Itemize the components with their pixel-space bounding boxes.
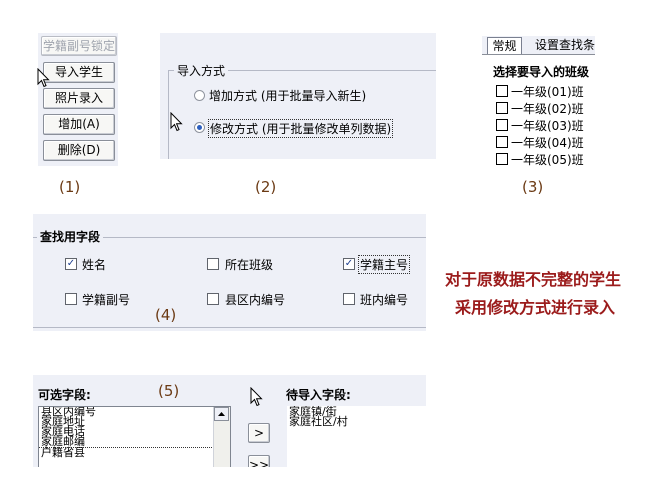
class-checkbox[interactable] xyxy=(496,136,508,148)
field-checkbox-county-no[interactable] xyxy=(207,293,219,305)
add-mode-label: 增加方式 (用于批量导入新生) xyxy=(209,89,367,103)
available-fields-label: 可选字段: xyxy=(38,388,91,402)
caption-5: (5) xyxy=(158,382,180,400)
list-item[interactable]: 户籍省县 xyxy=(41,446,85,459)
class-checkbox[interactable] xyxy=(496,102,508,114)
list-item[interactable]: 家庭电话 xyxy=(41,425,85,438)
field-label: 县区内编号 xyxy=(225,293,286,307)
panel-3: 常规 设置查找条 选择要导入的班级 一年级(01)班 一年级(02)班 一年级(… xyxy=(482,36,595,172)
scroll-up-icon[interactable] xyxy=(214,407,229,421)
import-mode-legend: 导入方式 xyxy=(174,62,229,79)
field-checkbox-class-no[interactable] xyxy=(343,293,355,305)
class-label: 一年级(05)班 xyxy=(511,153,584,167)
tab-general[interactable]: 常规 xyxy=(487,37,522,54)
caption-4: (4) xyxy=(155,306,177,324)
panel-2: 导入方式 增加方式 (用于批量导入新生) 修改方式 (用于批量修改单列数据) xyxy=(160,33,436,159)
field-label: 所在班级 xyxy=(225,258,274,272)
import-students-button[interactable]: 导入学生 xyxy=(43,62,115,83)
field-checkbox-main-id[interactable]: ✓ xyxy=(343,258,355,270)
field-checkbox-sub-id[interactable] xyxy=(65,293,77,305)
move-one-button[interactable]: > xyxy=(248,423,270,443)
field-checkbox-class[interactable] xyxy=(207,258,219,270)
class-label: 一年级(02)班 xyxy=(511,102,584,116)
panel-4: 查找用字段 ✓ 姓名 所在班级 ✓ 学籍主号 学籍副号 县区内编号 班内编号 xyxy=(33,214,426,331)
note-line-2: 采用修改方式进行录入 xyxy=(455,298,616,317)
tab-search-settings[interactable]: 设置查找条 xyxy=(535,38,595,52)
caption-1: (1) xyxy=(59,178,81,196)
modify-mode-label: 修改方式 (用于批量修改单列数据) xyxy=(208,119,394,138)
field-checkbox-name[interactable]: ✓ xyxy=(65,258,77,270)
class-checkbox[interactable] xyxy=(496,153,508,165)
panel-1: 学籍副号锁定 导入学生 照片录入 增加(A) 删除(D) xyxy=(38,33,118,166)
field-label: 姓名 xyxy=(82,258,107,272)
class-label: 一年级(03)班 xyxy=(511,119,584,133)
class-label: 一年级(01)班 xyxy=(511,85,584,99)
list-item[interactable]: 家庭镇/街 xyxy=(289,406,337,418)
delete-button[interactable]: 删除(D) xyxy=(43,140,115,161)
note-line-1: 对于原数据不完整的学生 xyxy=(445,270,622,289)
mouse-pointer-icon xyxy=(37,68,50,88)
modify-mode-radio[interactable] xyxy=(194,122,205,133)
list-item[interactable]: 家庭地址 xyxy=(41,415,85,428)
caption-2: (2) xyxy=(255,178,277,196)
target-fields-label: 待导入字段: xyxy=(286,388,351,402)
field-label: 班内编号 xyxy=(360,293,409,307)
caption-3: (3) xyxy=(522,178,544,196)
move-all-button[interactable]: >> xyxy=(248,455,270,467)
add-mode-radio[interactable] xyxy=(194,90,205,101)
lock-sub-id-button[interactable]: 学籍副号锁定 xyxy=(41,36,117,56)
class-selection-heading: 选择要导入的班级 xyxy=(493,65,590,79)
field-label: 学籍副号 xyxy=(82,293,131,307)
mouse-pointer-icon xyxy=(170,112,183,132)
class-checkbox[interactable] xyxy=(496,119,508,131)
photo-entry-button[interactable]: 照片录入 xyxy=(43,88,115,109)
scrollbar[interactable] xyxy=(213,407,230,467)
available-fields-list[interactable]: 县区内编号 家庭地址 家庭电话 家庭邮编 户籍省县 xyxy=(38,406,231,467)
list-item[interactable]: 县区内编号 xyxy=(41,406,96,418)
search-fields-legend: 查找用字段 xyxy=(37,228,104,245)
add-button[interactable]: 增加(A) xyxy=(43,114,115,135)
list-item[interactable]: 家庭社区/村 xyxy=(289,415,348,428)
list-item[interactable]: 家庭邮编 xyxy=(39,436,230,448)
field-label: 学籍主号 xyxy=(358,255,411,274)
class-checkbox[interactable] xyxy=(496,85,508,97)
class-label: 一年级(04)班 xyxy=(511,136,584,150)
panel-5: 可选字段: 县区内编号 家庭地址 家庭电话 家庭邮编 户籍省县 > >> 待导入… xyxy=(33,375,426,467)
mouse-pointer-icon xyxy=(250,387,263,407)
target-fields-list[interactable]: 家庭镇/街 家庭社区/村 xyxy=(287,406,426,467)
